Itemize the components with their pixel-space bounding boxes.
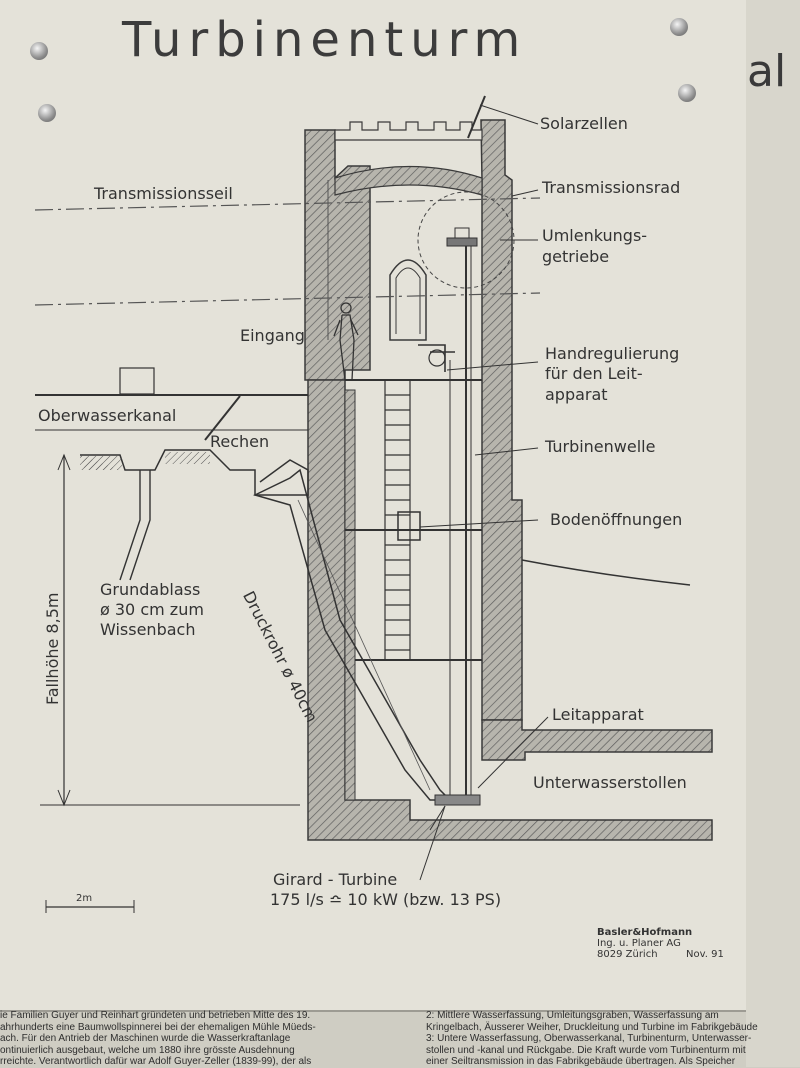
adjacent-board-text: al: [747, 46, 787, 97]
screw-icon: [38, 104, 56, 122]
bottom-left-text: ie Familien Guyer und Reinhart gründeten…: [0, 1010, 316, 1067]
hand-regulation: [418, 344, 455, 372]
label-apparat: apparat: [545, 385, 608, 404]
label-rechen: Rechen: [210, 432, 270, 451]
tower-right-wall: [480, 119, 523, 721]
solar-panel: [467, 95, 486, 139]
credit-firm: Basler&Hofmann: [597, 927, 693, 938]
bottom-right-text: 2: Mittlere Wasserfassung, Umleitungsgra…: [426, 1010, 758, 1067]
label-scale: 2m: [76, 893, 93, 904]
label-eingang: Eingang: [240, 326, 305, 345]
tower-arch: [334, 165, 483, 196]
label-handregulierung: Handregulierung: [545, 344, 680, 363]
label-getriebe: getriebe: [542, 247, 610, 266]
credit-date: Nov. 91: [686, 949, 724, 960]
label-girard-turbine: Girard - Turbine: [273, 870, 398, 889]
person-figure: [333, 302, 359, 381]
label-grundablass: Grundablass: [100, 580, 201, 599]
label-unterwasserstollen: Unterwasserstollen: [533, 773, 687, 792]
terrain-right: [521, 559, 691, 586]
label-leitapparat: Leitapparat: [552, 705, 644, 724]
label-oberwasserkanal: Oberwasserkanal: [38, 406, 177, 425]
label-solarzellen: Solarzellen: [540, 114, 628, 133]
tower-left-wall: [304, 129, 371, 381]
label-transmissionsrad: Transmissionsrad: [542, 178, 681, 197]
leader-lines: [419, 104, 549, 881]
canal-bed: [80, 449, 309, 496]
floor-opening: [397, 511, 421, 541]
screw-icon: [30, 42, 48, 60]
transmission-cable: [34, 197, 541, 211]
adjacent-board: [746, 0, 800, 1067]
screw-icon: [678, 84, 696, 102]
bottom-drain-pipe: [119, 470, 151, 581]
gothic-window: [389, 259, 427, 341]
label-turbine-output: 175 l/s ≏ 10 kW (bzw. 13 PS): [270, 890, 502, 909]
label-transmissionsseil: Transmissionsseil: [94, 184, 233, 203]
label-umlenkungs: Umlenkungs-: [542, 226, 648, 245]
label-fallhoehe: Fallhöhe 8,5m: [43, 592, 62, 705]
girard-turbine: [434, 794, 481, 806]
credit-planner: Ing. u. Planer AG: [597, 938, 681, 949]
rake: [204, 395, 241, 441]
label-wissenbach: Wissenbach: [100, 620, 196, 639]
label-grundablass-diameter: ø 30 cm zum: [100, 600, 204, 619]
page-title: Turbinenturm: [122, 12, 528, 68]
gate-house: [119, 367, 155, 395]
label-turbinenwelle: Turbinenwelle: [545, 437, 656, 456]
label-bodenoeffnungen: Bodenöffnungen: [550, 510, 683, 529]
screw-icon: [670, 18, 688, 36]
credit-city: 8029 Zürich: [597, 949, 658, 960]
label-fuer-den-leit: für den Leit-: [545, 364, 643, 383]
tower-base-right: [481, 719, 713, 761]
battlements: [334, 121, 483, 141]
